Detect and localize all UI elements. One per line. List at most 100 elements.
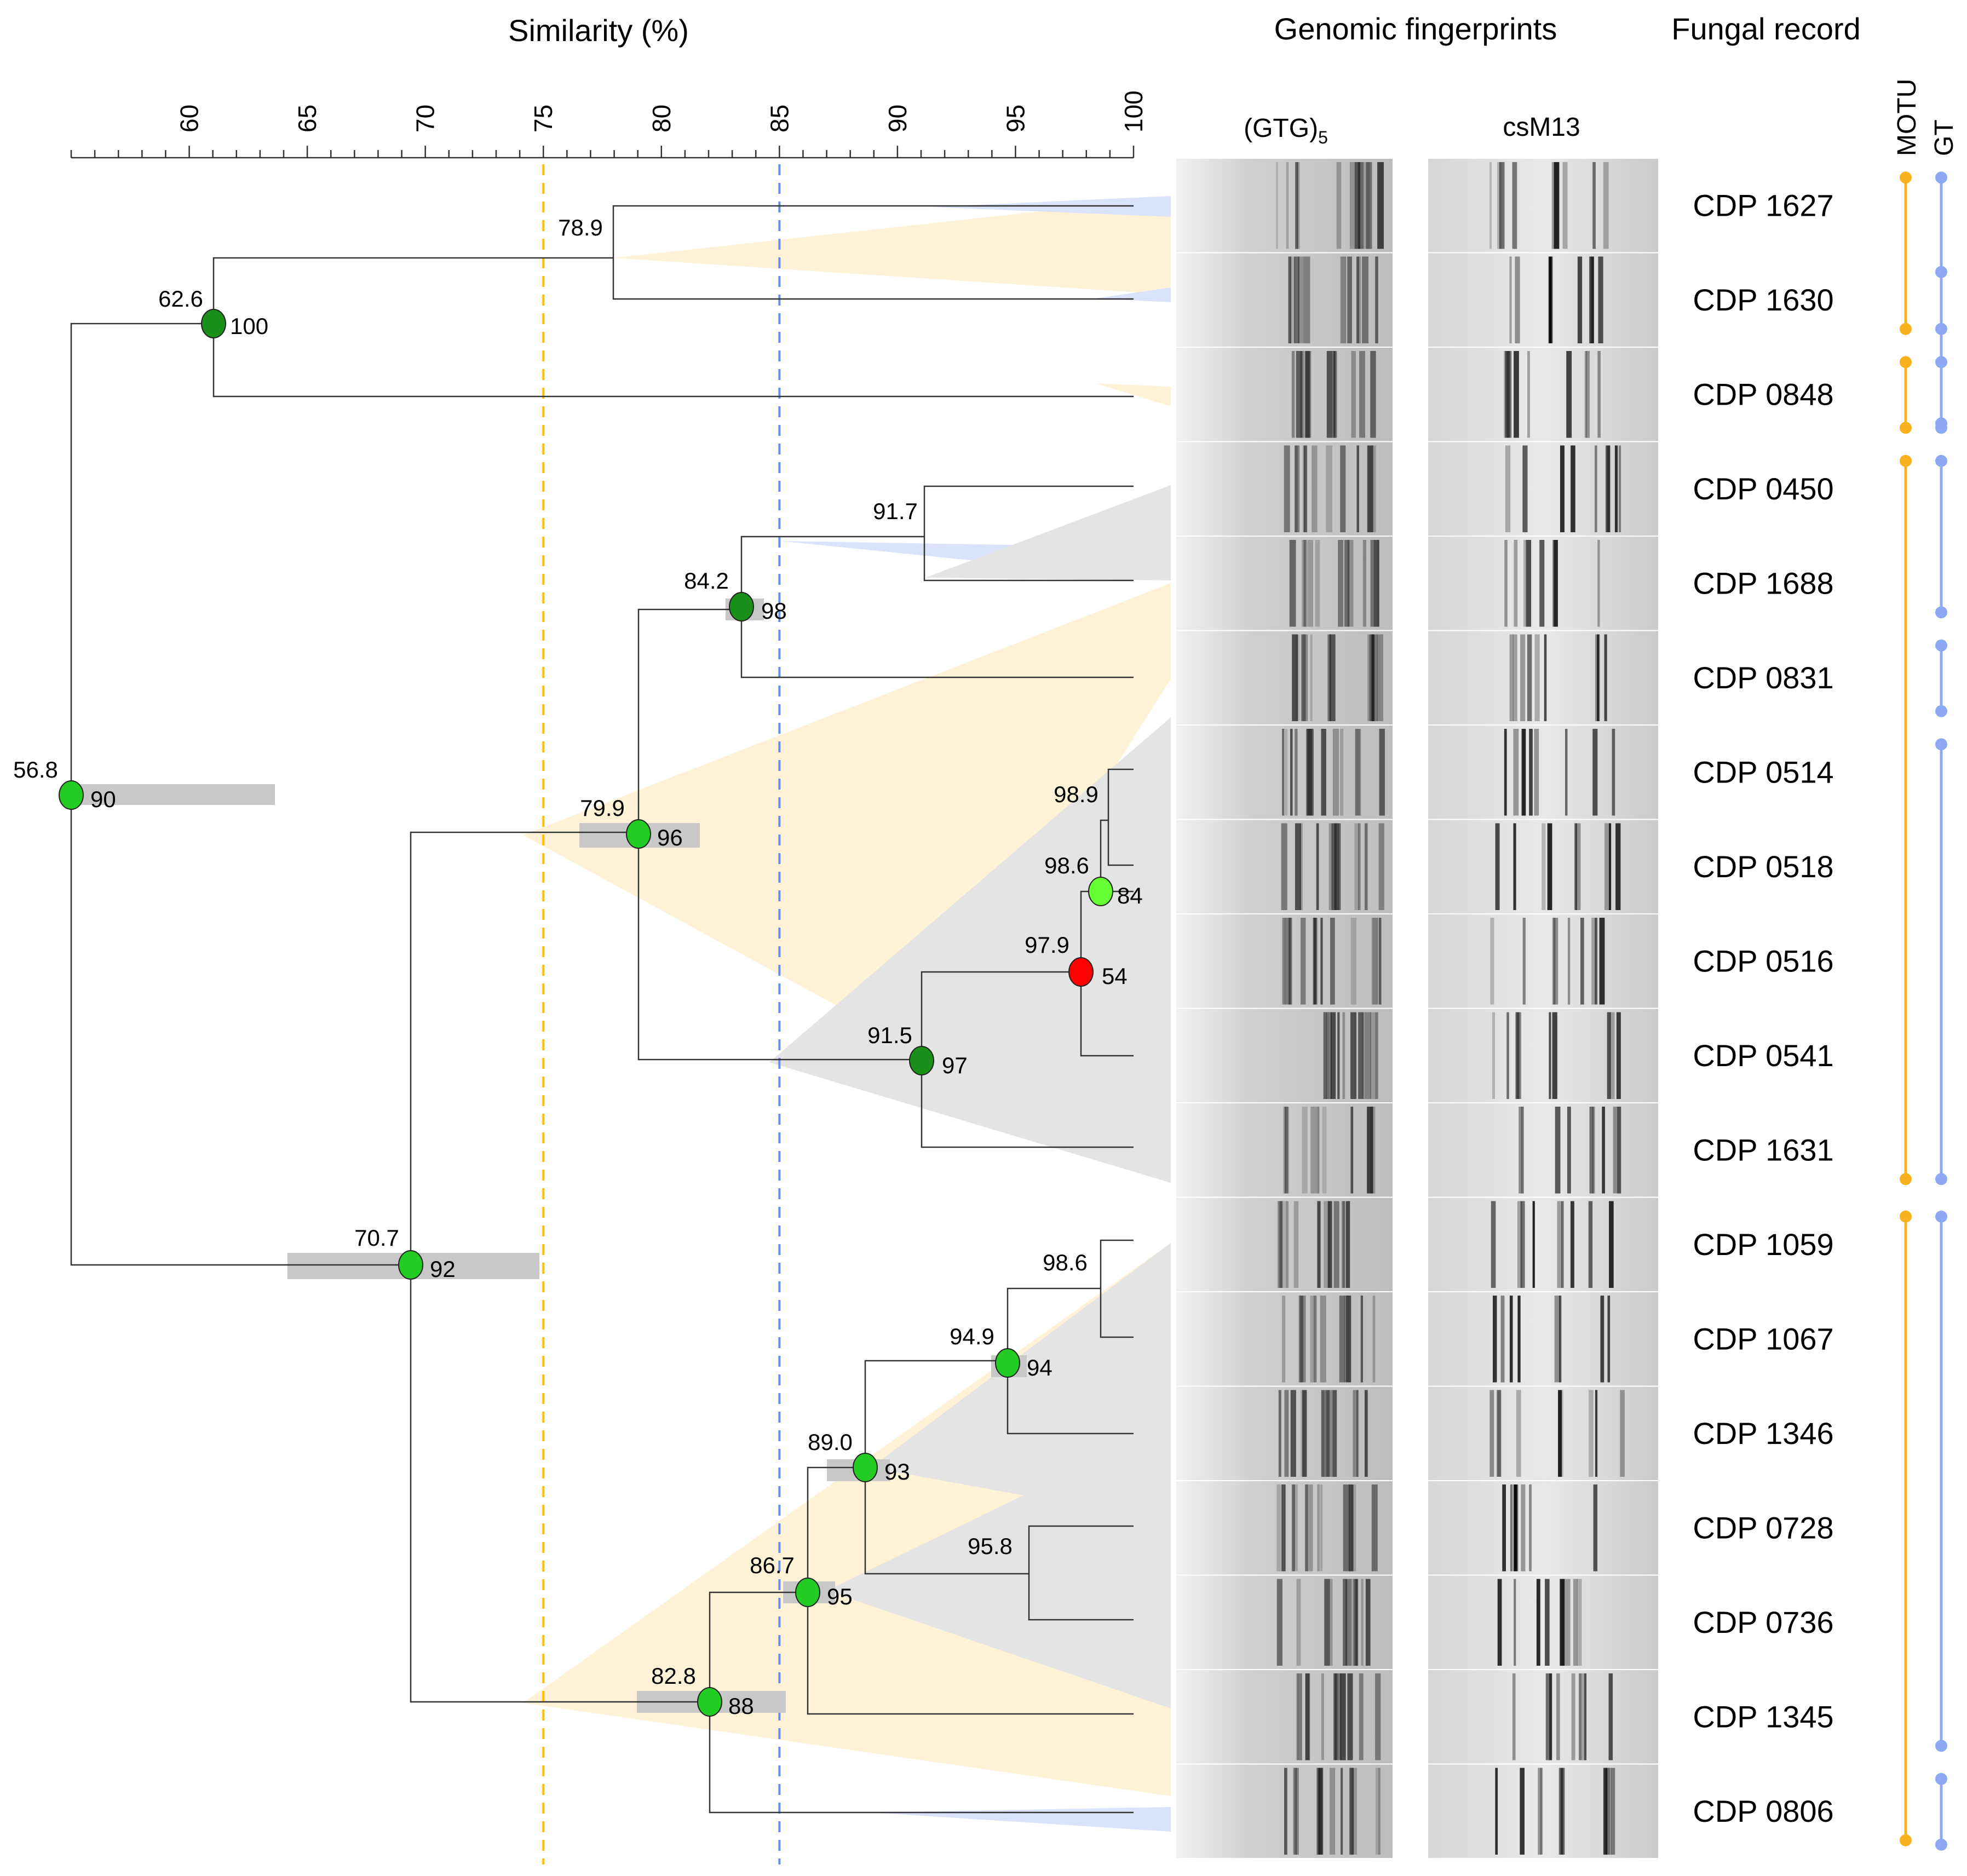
gtg-band bbox=[1378, 823, 1384, 910]
gtg-band bbox=[1284, 1107, 1290, 1194]
csm13-band bbox=[1573, 1579, 1578, 1666]
node-similarity-label: 89.0 bbox=[808, 1429, 853, 1455]
csm13-band bbox=[1557, 1201, 1562, 1288]
csm13-band bbox=[1532, 1201, 1535, 1288]
csm13-band bbox=[1608, 823, 1612, 910]
isolate-label: CDP 1631 bbox=[1693, 1132, 1833, 1167]
gtg-band bbox=[1375, 256, 1378, 343]
axis-tick-label: 95 bbox=[1001, 105, 1029, 133]
gtg-band bbox=[1366, 162, 1372, 249]
csm13-band bbox=[1516, 1390, 1521, 1477]
gtg-gel-lane bbox=[1176, 348, 1393, 441]
gt-group-start bbox=[1935, 356, 1947, 369]
csm13-band bbox=[1512, 162, 1517, 249]
node-marker bbox=[853, 1453, 878, 1482]
gtg-band bbox=[1318, 1768, 1324, 1855]
csm13-band bbox=[1552, 540, 1558, 627]
csm13-band bbox=[1584, 1673, 1587, 1760]
node-marker bbox=[59, 780, 84, 810]
csm13-gel-lane bbox=[1428, 914, 1658, 1008]
gtg-band bbox=[1368, 445, 1373, 532]
wedge-n2 bbox=[613, 197, 1171, 295]
gtg-band bbox=[1344, 540, 1350, 627]
gtg-band bbox=[1355, 729, 1360, 816]
gtg-band bbox=[1350, 1484, 1356, 1572]
gtg-band bbox=[1345, 1296, 1351, 1383]
csm13-band bbox=[1492, 1296, 1497, 1383]
node-support-label: 54 bbox=[1102, 963, 1128, 989]
gtg-band bbox=[1288, 256, 1292, 343]
gtg-band bbox=[1339, 1296, 1346, 1383]
node-marker bbox=[626, 819, 651, 849]
isolate-label: CDP 1630 bbox=[1693, 283, 1833, 317]
gtg-band bbox=[1327, 634, 1331, 721]
gtg-band bbox=[1315, 540, 1320, 627]
csm13-gel-lane bbox=[1428, 1198, 1658, 1291]
node-marker bbox=[729, 592, 754, 622]
csm13-band bbox=[1592, 1107, 1595, 1194]
node-similarity-label: 91.7 bbox=[873, 498, 918, 524]
gtg-band bbox=[1285, 729, 1288, 816]
csm13-band bbox=[1577, 256, 1583, 343]
gtg-band bbox=[1323, 1012, 1328, 1099]
gtg-band bbox=[1349, 1768, 1354, 1855]
csm13-band bbox=[1574, 823, 1577, 910]
support-bar-n3 bbox=[72, 784, 275, 805]
gtg-band bbox=[1342, 1012, 1345, 1099]
gtg-label: (GTG)5 bbox=[1244, 114, 1328, 147]
csm13-band bbox=[1542, 823, 1546, 910]
gtg-band bbox=[1370, 540, 1377, 627]
node-support-label: 90 bbox=[90, 786, 116, 812]
gtg-band bbox=[1376, 540, 1379, 627]
gtg-band bbox=[1358, 823, 1361, 910]
branch-n2 bbox=[612, 205, 1134, 300]
gtg-band bbox=[1361, 1579, 1364, 1666]
gtg-band bbox=[1333, 1201, 1339, 1288]
csm13-band bbox=[1592, 162, 1596, 249]
csm13-band bbox=[1603, 162, 1609, 249]
gtg-band bbox=[1299, 823, 1303, 910]
gtg-band bbox=[1341, 256, 1347, 343]
csm13-band bbox=[1499, 162, 1505, 249]
gtg-band bbox=[1302, 1390, 1307, 1477]
csm13-band bbox=[1490, 918, 1494, 1005]
gtg-band bbox=[1323, 1390, 1330, 1477]
node-similarity-label: 82.8 bbox=[651, 1663, 696, 1689]
csm13-band bbox=[1560, 445, 1565, 532]
csm13-band bbox=[1580, 918, 1584, 1005]
gt-group-end bbox=[1935, 1740, 1947, 1752]
gtg-band bbox=[1301, 918, 1306, 1005]
csm13-band bbox=[1597, 634, 1600, 721]
gtg-band bbox=[1301, 634, 1306, 721]
node-similarity-label: 84.2 bbox=[684, 568, 729, 594]
gtg-band bbox=[1332, 351, 1336, 438]
gtg-band bbox=[1317, 1484, 1320, 1572]
gtg-gel-lane bbox=[1176, 914, 1393, 1008]
csm13-band bbox=[1521, 1107, 1524, 1194]
csm13-band bbox=[1616, 1012, 1621, 1099]
csm13-band bbox=[1552, 918, 1556, 1005]
isolate-label: CDP 0514 bbox=[1693, 755, 1833, 789]
csm13-band bbox=[1500, 1296, 1505, 1383]
gtg-band bbox=[1330, 1768, 1336, 1855]
gtg-band bbox=[1359, 1673, 1364, 1760]
gtg-band bbox=[1379, 729, 1385, 816]
node-similarity-label: 86.7 bbox=[750, 1552, 795, 1578]
node-similarity-label: 98.6 bbox=[1044, 853, 1089, 878]
node-similarity-label: 70.7 bbox=[354, 1225, 399, 1251]
gt-group-end bbox=[1935, 1838, 1947, 1851]
csm13-band bbox=[1595, 445, 1597, 532]
gtg-band bbox=[1298, 1296, 1304, 1383]
gtg-band bbox=[1356, 1390, 1359, 1477]
csm13-band bbox=[1578, 1673, 1582, 1760]
csm13-band bbox=[1585, 351, 1590, 438]
gtg-band bbox=[1354, 162, 1360, 249]
gtg-band bbox=[1377, 634, 1383, 721]
csm13-gel-lane bbox=[1428, 1292, 1658, 1386]
csm13-band bbox=[1567, 918, 1571, 1005]
gtg-band bbox=[1347, 540, 1354, 627]
csm13-gel-lane bbox=[1428, 1670, 1658, 1764]
csm13-band bbox=[1554, 162, 1560, 249]
gtg-band bbox=[1326, 1012, 1330, 1099]
csm13-band bbox=[1514, 351, 1519, 438]
